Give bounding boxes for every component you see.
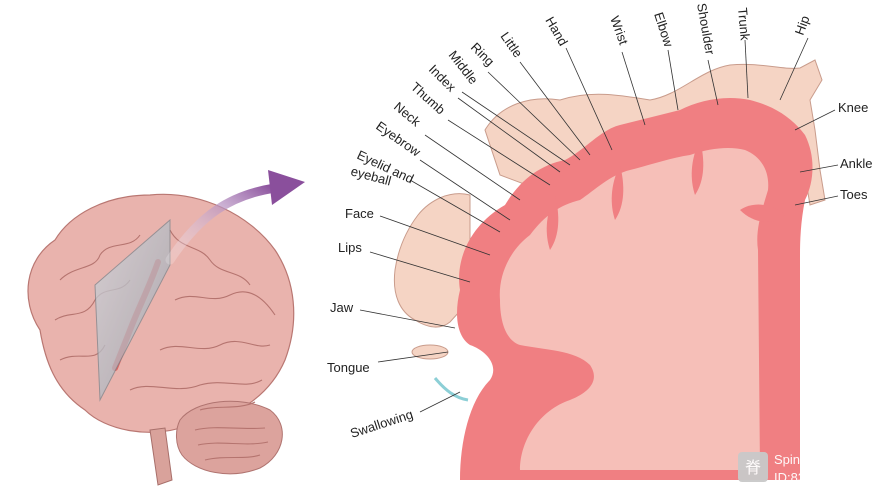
label-shoulder: Shoulder: [694, 2, 718, 57]
leader-hip: [779, 37, 809, 101]
label-ankle: Ankle: [840, 156, 873, 171]
cortex-section: [457, 98, 813, 480]
leader-lips: [369, 251, 471, 283]
leader-elbow: [667, 49, 679, 111]
pointer-arrow: [165, 170, 305, 265]
leader-middle: [461, 91, 571, 166]
watermark-line1: Spine脊柱: [774, 452, 833, 467]
label-lips: Lips: [338, 240, 362, 255]
homunculus-head: [393, 193, 471, 328]
label-little: Little: [498, 29, 526, 60]
leader-face: [379, 215, 491, 256]
label-swallowing: Swallowing: [348, 406, 414, 440]
coronal-slice-plane: [94, 218, 171, 402]
leader-ring: [487, 71, 581, 161]
leader-knee: [794, 109, 836, 131]
label-face: Face: [345, 206, 374, 221]
watermark-logo-glyph: 脊: [745, 458, 761, 477]
label-elbow: Elbow: [651, 10, 676, 49]
brainstem: [149, 427, 173, 486]
cerebellum: [176, 400, 283, 475]
label-jaw: Jaw: [330, 300, 354, 315]
homunculus-tongue: [411, 344, 449, 360]
label-ring: Ring: [468, 40, 498, 70]
watermark: 脊 Spine脊柱 ID:83977442: [738, 452, 848, 485]
watermark-logo-icon: [738, 452, 768, 482]
leader-eyelid: [409, 179, 501, 233]
cerebrum: [27, 193, 295, 433]
label-neck: Neck: [391, 99, 424, 130]
brain-illustration: [27, 193, 295, 486]
label-knee: Knee: [838, 100, 868, 115]
label-wrist: Wrist: [607, 14, 631, 47]
leader-thumb: [447, 119, 551, 186]
leader-swallowing: [419, 391, 461, 413]
cortex-sulci: [546, 140, 785, 250]
leader-toes: [794, 195, 839, 206]
label-toes: Toes: [840, 187, 868, 202]
leader-wrist: [621, 51, 646, 126]
label-hip: Hip: [792, 14, 813, 37]
label-hand: Hand: [542, 14, 571, 48]
label-trunk: Trunk: [735, 7, 753, 41]
leader-lines: [359, 37, 839, 413]
leader-eyebrow: [419, 159, 511, 221]
leader-hand: [565, 47, 613, 151]
leader-jaw: [359, 309, 456, 329]
leader-shoulder: [707, 59, 719, 106]
leader-trunk: [744, 39, 749, 99]
leader-neck: [424, 134, 521, 201]
leader-little: [519, 61, 591, 156]
cortex-inner: [499, 147, 769, 470]
label-tongue: Tongue: [327, 360, 370, 375]
leader-index: [457, 97, 561, 173]
leader-tongue: [377, 351, 449, 363]
swallowing-marks: [433, 377, 469, 402]
watermark-line2: ID:83977442: [774, 470, 848, 485]
leader-ankle: [799, 164, 839, 173]
